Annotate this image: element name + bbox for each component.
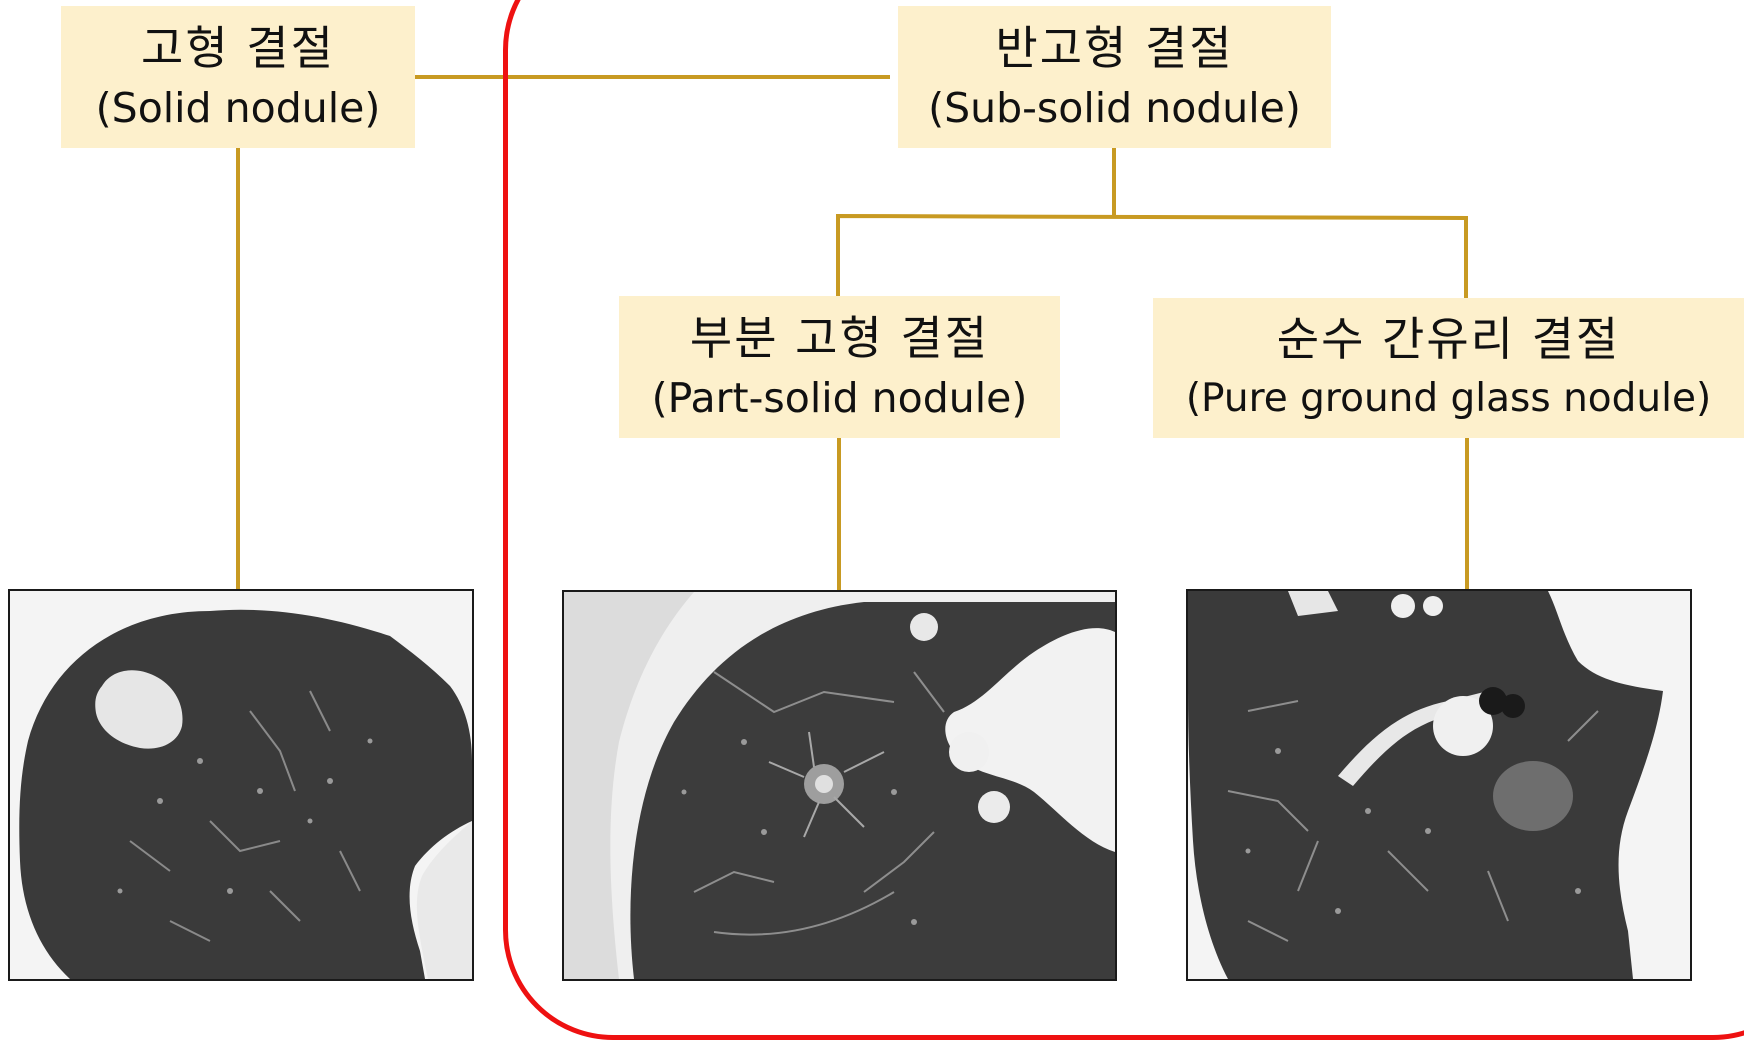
pure-ground-glass-nodule-english-label: (Pure ground glass nodule) bbox=[1186, 370, 1711, 428]
solid-nodule-english-label: (Solid nodule) bbox=[96, 79, 381, 137]
part-solid-nodule-korean-label: 부분 고형 결절 bbox=[690, 307, 989, 369]
part-solid-nodule-label-box: 부분 고형 결절 (Part-solid nodule) bbox=[619, 296, 1060, 438]
sub-solid-nodule-korean-label: 반고형 결절 bbox=[995, 17, 1233, 79]
pure-ground-glass-nodule-label-box: 순수 간유리 결절 (Pure ground glass nodule) bbox=[1153, 298, 1744, 438]
sub-solid-nodule-english-label: (Sub-solid nodule) bbox=[928, 79, 1301, 137]
solid-nodule-ct-illustration bbox=[10, 591, 472, 979]
part-solid-nodule-ct-image bbox=[562, 590, 1117, 981]
sub-solid-nodule-label-box: 반고형 결절 (Sub-solid nodule) bbox=[898, 6, 1331, 148]
solid-nodule-label-box: 고형 결절 (Solid nodule) bbox=[61, 6, 415, 148]
solid-nodule-korean-label: 고형 결절 bbox=[141, 17, 335, 79]
connector-subsolid-branch bbox=[838, 216, 1466, 298]
part-solid-nodule-english-label: (Part-solid nodule) bbox=[652, 369, 1028, 427]
pure-ground-glass-nodule-ct-illustration bbox=[1188, 591, 1690, 979]
part-solid-nodule-ct-illustration bbox=[564, 592, 1115, 979]
solid-nodule-ct-image bbox=[8, 589, 474, 981]
pure-ground-glass-nodule-korean-label: 순수 간유리 결절 bbox=[1277, 308, 1620, 370]
pure-ground-glass-nodule-ct-image bbox=[1186, 589, 1692, 981]
